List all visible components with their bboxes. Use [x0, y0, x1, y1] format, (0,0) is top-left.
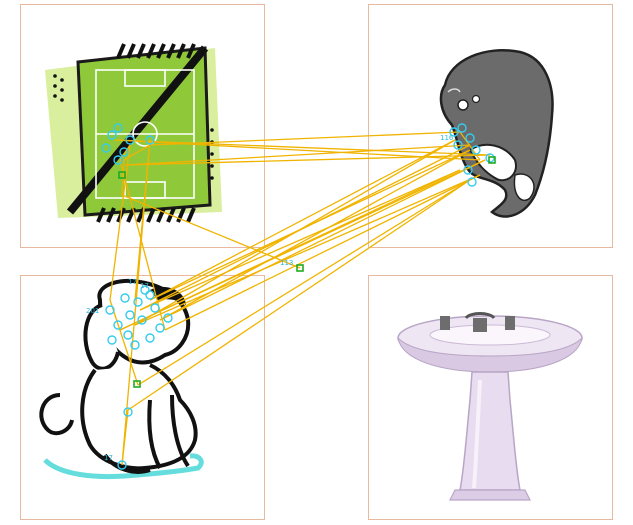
- saccade-line: [159, 159, 486, 321]
- faucet-arc: [464, 312, 496, 320]
- fixation-circle: [471, 145, 481, 155]
- fixation-circle: [140, 285, 150, 295]
- fixation-label: 17: [128, 278, 137, 286]
- dog-ear: [83, 303, 120, 371]
- field-diagonal-stripe: [66, 45, 209, 215]
- tap-left-icon: [440, 316, 450, 330]
- fixation-label: 116: [440, 134, 454, 142]
- fixation-circle: [117, 460, 127, 470]
- fixation-marker-square: [118, 171, 126, 179]
- fixation-circle: [163, 313, 173, 323]
- whale-belly-patch: [513, 173, 535, 202]
- fixation-markers: [101, 123, 496, 470]
- fixation-circle: [449, 127, 459, 137]
- fixation-circle: [453, 140, 463, 150]
- saccade-line: [109, 144, 131, 301]
- fixation-circle: [123, 407, 133, 417]
- sink-basin-front: [397, 336, 583, 373]
- saccade-line: [124, 154, 491, 166]
- fixation-label-group: 113 17 201 17 17 116: [86, 134, 454, 462]
- fixation-circle: [485, 153, 495, 163]
- saccade-line: [121, 194, 301, 269]
- saccade-line: [114, 139, 491, 156]
- saccade-line: [134, 174, 481, 326]
- fixation-label: 201: [86, 307, 99, 315]
- saccade-line: [134, 139, 456, 326]
- fixation-marker-square: [488, 156, 496, 164]
- fixation-circle: [133, 297, 143, 307]
- sink-pedestal: [459, 371, 521, 491]
- fixation-circle: [125, 310, 135, 320]
- tap-right-icon: [505, 316, 515, 330]
- fixation-marker-square: [133, 380, 141, 388]
- fixation-circle: [125, 135, 135, 145]
- fixation-circle: [119, 147, 129, 157]
- fixation-circle: [155, 323, 165, 333]
- fixation-circle: [123, 330, 133, 340]
- whale-eye-icon: [471, 94, 481, 104]
- fixation-label: 113: [280, 259, 293, 267]
- field-pitch: [76, 46, 212, 217]
- saccade-line: [164, 174, 481, 331]
- fixation-circle: [113, 123, 123, 133]
- dog-paw: [103, 453, 151, 474]
- fixation-circle: [145, 135, 155, 145]
- fixation-circle: [463, 165, 473, 175]
- scanpath-lines: [109, 131, 491, 466]
- sink-base: [449, 489, 531, 501]
- saccade-line: [127, 179, 471, 411]
- saccade-line: [109, 299, 139, 386]
- fixation-label: 17: [140, 282, 149, 290]
- saccade-line: [149, 139, 456, 301]
- fixation-circle: [120, 293, 130, 303]
- saccade-line: [124, 144, 471, 166]
- saccade-line: [139, 169, 461, 311]
- fixation-circle: [465, 133, 475, 143]
- fixation-circle: [467, 177, 477, 187]
- saccade-line: [119, 159, 166, 331]
- fixation-circle: [101, 143, 111, 153]
- hatch-top: [116, 43, 196, 59]
- saccade-line: [134, 139, 151, 301]
- whale-eye-icon: [457, 99, 469, 111]
- dog-front-legs: [147, 394, 190, 469]
- fixation-circle: [137, 315, 147, 325]
- fixation-circle: [107, 130, 117, 140]
- fixation-circle: [113, 155, 123, 165]
- fixation-circle: [105, 305, 115, 315]
- fixation-marker-square: [296, 264, 304, 272]
- fixation-label: 17: [104, 454, 113, 462]
- whale-highlight: [447, 88, 461, 93]
- dog-tail: [39, 393, 74, 436]
- fixation-circle: [130, 340, 140, 350]
- field-dots-left: [53, 74, 64, 102]
- fixation-circle: [145, 333, 155, 343]
- saccade-line: [137, 179, 471, 386]
- dog-shadow: [43, 453, 204, 480]
- pedestal-highlight: [472, 379, 482, 489]
- dog-body: [80, 363, 198, 471]
- fixation-circle: [457, 123, 467, 133]
- saccade-line: [149, 149, 471, 301]
- sink-clipart: [397, 312, 583, 501]
- fixation-circle: [107, 335, 117, 345]
- saccade-line: [119, 159, 486, 331]
- fixation-circle: [150, 303, 160, 313]
- faucet-spout-icon: [473, 318, 487, 332]
- fixation-circle: [145, 290, 155, 300]
- sink-bowl: [429, 324, 551, 346]
- soccer-field-clipart: [45, 43, 222, 223]
- fixation-circle: [113, 320, 123, 330]
